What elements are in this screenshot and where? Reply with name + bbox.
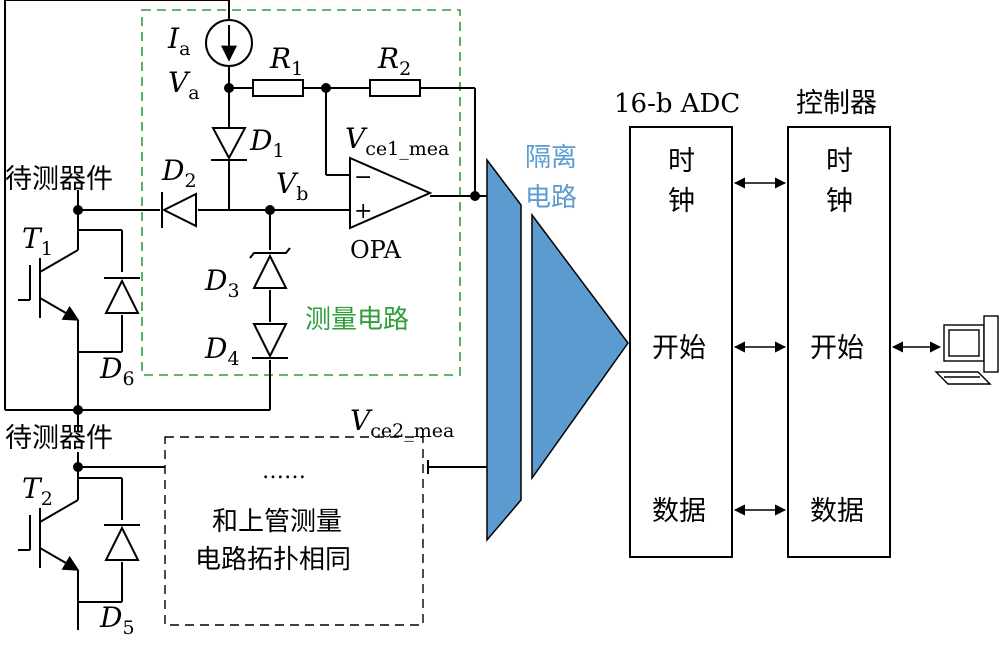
opa-label: OPA [350, 236, 402, 264]
zener-d3 [249, 247, 291, 289]
adc-box [629, 126, 733, 558]
controller-title: 控制器 [796, 88, 877, 119]
adc-clock-1: 时 [668, 146, 695, 177]
ctrl-start: 开始 [810, 333, 864, 364]
isolation-right [531, 212, 629, 481]
diode-d4 [252, 323, 288, 359]
double-arrow-icon [733, 177, 942, 516]
adc-clock-2: 钟 [668, 186, 695, 217]
opa-plus: + [354, 199, 372, 224]
current-source-ia [205, 19, 253, 67]
lower-box-text-1: 和上管测量 [212, 507, 342, 537]
va-label: Va [168, 66, 200, 104]
ctrl-clock-2: 钟 [826, 186, 853, 217]
t1-emitter [39, 297, 80, 321]
computer-icon [934, 315, 999, 385]
op-amp [349, 156, 433, 230]
ctrl-clock-1: 时 [826, 146, 853, 177]
r2-label: R2 [377, 42, 411, 80]
d5-label: D5 [99, 601, 135, 639]
diode-d5 [104, 524, 140, 561]
isolation-label-1: 隔离 [525, 143, 577, 173]
lower-box-text-2: 电路拓扑相同 [195, 545, 351, 575]
t1-label: T1 [22, 222, 53, 260]
dut-top-label: 待测器件 [5, 164, 113, 195]
diode-d1 [211, 127, 247, 161]
r1-label: R1 [269, 42, 303, 80]
d2-label: D2 [161, 154, 197, 192]
vce2-label: Vce2_mea [350, 404, 454, 442]
adc-data: 数据 [652, 496, 706, 527]
isolation-label-2: 电路 [525, 183, 577, 213]
resistor-r2 [369, 79, 421, 97]
d3-label: D3 [204, 264, 240, 302]
dut-bottom-label: 待测器件 [5, 423, 113, 454]
ia-label: Ia [167, 22, 190, 60]
t2-label: T2 [22, 472, 53, 510]
junction-dots [73, 83, 480, 472]
d1-label: D1 [249, 124, 285, 162]
resistor-r1 [252, 79, 304, 97]
diode-d2 [161, 192, 197, 228]
ctrl-data: 数据 [810, 496, 864, 527]
adc-start: 开始 [652, 333, 706, 364]
opa-minus: − [354, 165, 372, 190]
d4-label: D4 [204, 332, 240, 370]
t2-emitter [39, 547, 80, 571]
measurement-circuit-label: 测量电路 [305, 305, 409, 335]
controller-box [787, 126, 891, 558]
lower-measurement-box [164, 436, 424, 626]
d6-label: D6 [99, 352, 135, 390]
measurement-circuit-box [141, 9, 461, 376]
vb-label: Vb [276, 167, 308, 205]
vce1-label: Vce1_mea [345, 122, 449, 160]
adc-title: 16-b ADC [614, 89, 740, 119]
isolation-left [486, 157, 522, 543]
lower-dots: …… [262, 459, 306, 484]
diode-d6 [104, 277, 140, 314]
